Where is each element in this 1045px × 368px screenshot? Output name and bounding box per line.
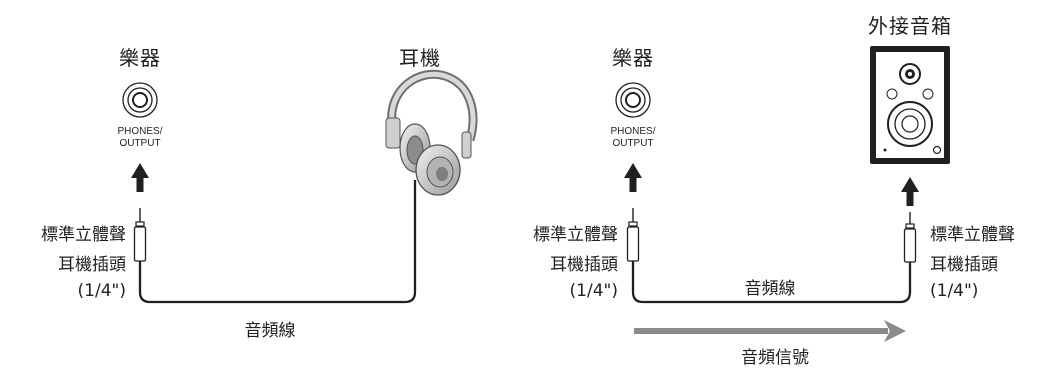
plug-label-right1-line1: 標準立體聲 bbox=[533, 225, 618, 245]
jack-label-left-line1: PHONES/ bbox=[117, 126, 163, 137]
plug-label-right1-line3: (1/4") bbox=[569, 281, 618, 301]
audio-cable-left bbox=[138, 180, 417, 304]
jack-label-right-line1: PHONES/ bbox=[610, 126, 656, 137]
headphones-label: 耳機 bbox=[399, 46, 441, 70]
audio-cable-right bbox=[631, 261, 912, 304]
jack-label-right: PHONES/ OUTPUT bbox=[593, 126, 673, 150]
headphones-icon bbox=[385, 69, 478, 196]
cable-label-left: 音頻線 bbox=[244, 321, 296, 341]
instrument-label-right: 樂器 bbox=[612, 46, 654, 70]
up-arrow-icon-right-2 bbox=[901, 177, 919, 206]
plug-label-right2-line3: (1/4") bbox=[930, 281, 979, 301]
plug-label-left-line2: 耳機插頭 bbox=[58, 255, 126, 275]
phone-plug-icon-left bbox=[133, 208, 147, 262]
signal-flow-arrow bbox=[634, 320, 906, 342]
signal-label: 音頻信號 bbox=[741, 348, 809, 368]
speaker-label: 外接音箱 bbox=[868, 14, 952, 38]
plug-label-right2-line2: 耳機插頭 bbox=[930, 255, 998, 275]
plug-label-right1-line2: 耳機插頭 bbox=[550, 255, 618, 275]
instrument-label-left: 樂器 bbox=[119, 46, 161, 70]
jack-label-left-line2: OUTPUT bbox=[119, 138, 161, 149]
phones-output-jack-icon-left bbox=[122, 82, 158, 118]
phones-output-jack-icon-right bbox=[615, 82, 651, 118]
up-arrow-icon-right-1 bbox=[624, 163, 642, 192]
jack-label-right-line2: OUTPUT bbox=[612, 138, 654, 149]
plug-label-right2-line1: 標準立體聲 bbox=[930, 225, 1015, 245]
phone-plug-icon-right-1 bbox=[626, 208, 640, 262]
jack-label-left: PHONES/ OUTPUT bbox=[100, 126, 180, 150]
up-arrow-icon-left bbox=[131, 163, 149, 192]
phone-plug-icon-right-2 bbox=[903, 212, 917, 263]
speaker-icon bbox=[870, 46, 950, 164]
cable-label-right: 音頻線 bbox=[744, 279, 796, 299]
plug-label-left-line1: 標準立體聲 bbox=[41, 225, 126, 245]
plug-label-left-line3: (1/4") bbox=[77, 281, 126, 301]
